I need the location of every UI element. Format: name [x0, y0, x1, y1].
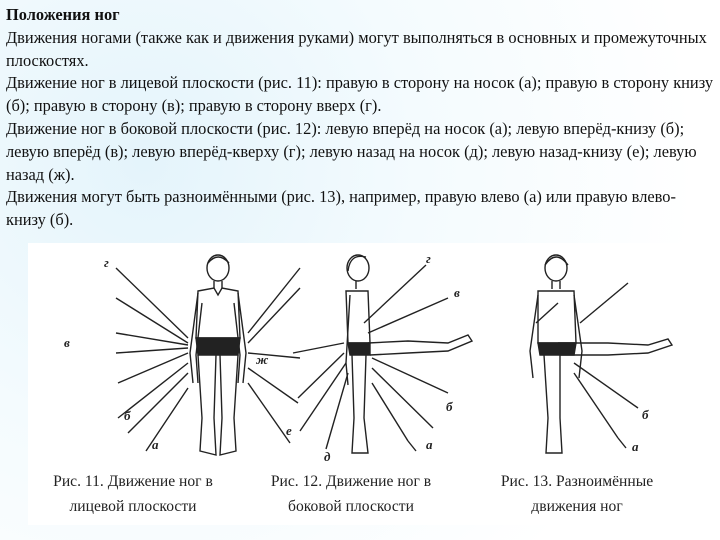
fig13-caption-line2: движения ног — [531, 498, 623, 515]
fig13-caption-line1: Рис. 13. Разноимённые — [500, 473, 654, 490]
fig11-direction-lines — [115, 267, 301, 452]
fig12-label-a: а — [426, 437, 433, 452]
fig12-caption: Рис. 12. Движение ног в боковой плоскост… — [246, 469, 456, 519]
fig12-direction-lines — [292, 264, 449, 452]
fig12-label-v: в — [454, 285, 460, 300]
fig12-caption-line1: Рис. 12. Движение ног в — [270, 473, 432, 490]
fig11-label-a: а — [152, 437, 159, 452]
paragraph-frontal-plane: Движение ног в лицевой плоскости (рис. 1… — [6, 73, 714, 116]
fig11-label-g: г — [104, 255, 109, 270]
fig12-label-e: е — [286, 423, 292, 438]
fig12-label-zh: ж — [256, 352, 269, 367]
fig12-person — [345, 254, 474, 454]
heading: Положения ног — [6, 5, 120, 24]
fig11-label-b: б — [124, 408, 131, 423]
fig12-label-g: г — [426, 251, 431, 266]
fig13-person — [529, 254, 674, 454]
fig12-label-d: д — [324, 449, 331, 464]
fig12-label-b: б — [446, 399, 453, 414]
fig11-caption-line2: лицевой плоскости — [69, 498, 197, 515]
fig13-label-b: б — [642, 407, 649, 422]
figures-panel: г в б а г в ж б е д а б а Рис. 11. Движе… — [28, 243, 688, 525]
figures-drawing: г в б а г в ж б е д а б а — [64, 251, 674, 464]
paragraph-side-plane: Движение ног в боковой плоскости (рис. 1… — [6, 118, 697, 184]
text-block: Положения ног Движения ногами (также как… — [6, 4, 714, 232]
fig11-caption: Рис. 11. Движение ног в лицевой плоскост… — [28, 469, 238, 519]
fig13-label-a: а — [632, 439, 639, 454]
fig13-direction-lines — [535, 282, 639, 449]
fig11-person — [189, 254, 247, 456]
fig11-label-v: в — [64, 335, 70, 350]
paragraph-opposite-movements: Движения могут быть разноимёнными (рис. … — [6, 187, 676, 230]
paragraph-intro: Движения ногами (также как и движения ру… — [6, 27, 707, 70]
fig11-caption-line1: Рис. 11. Движение ног в — [53, 473, 213, 490]
fig12-caption-line2: боковой плоскости — [288, 498, 414, 515]
fig13-caption: Рис. 13. Разноимённые движения ног — [472, 469, 682, 519]
